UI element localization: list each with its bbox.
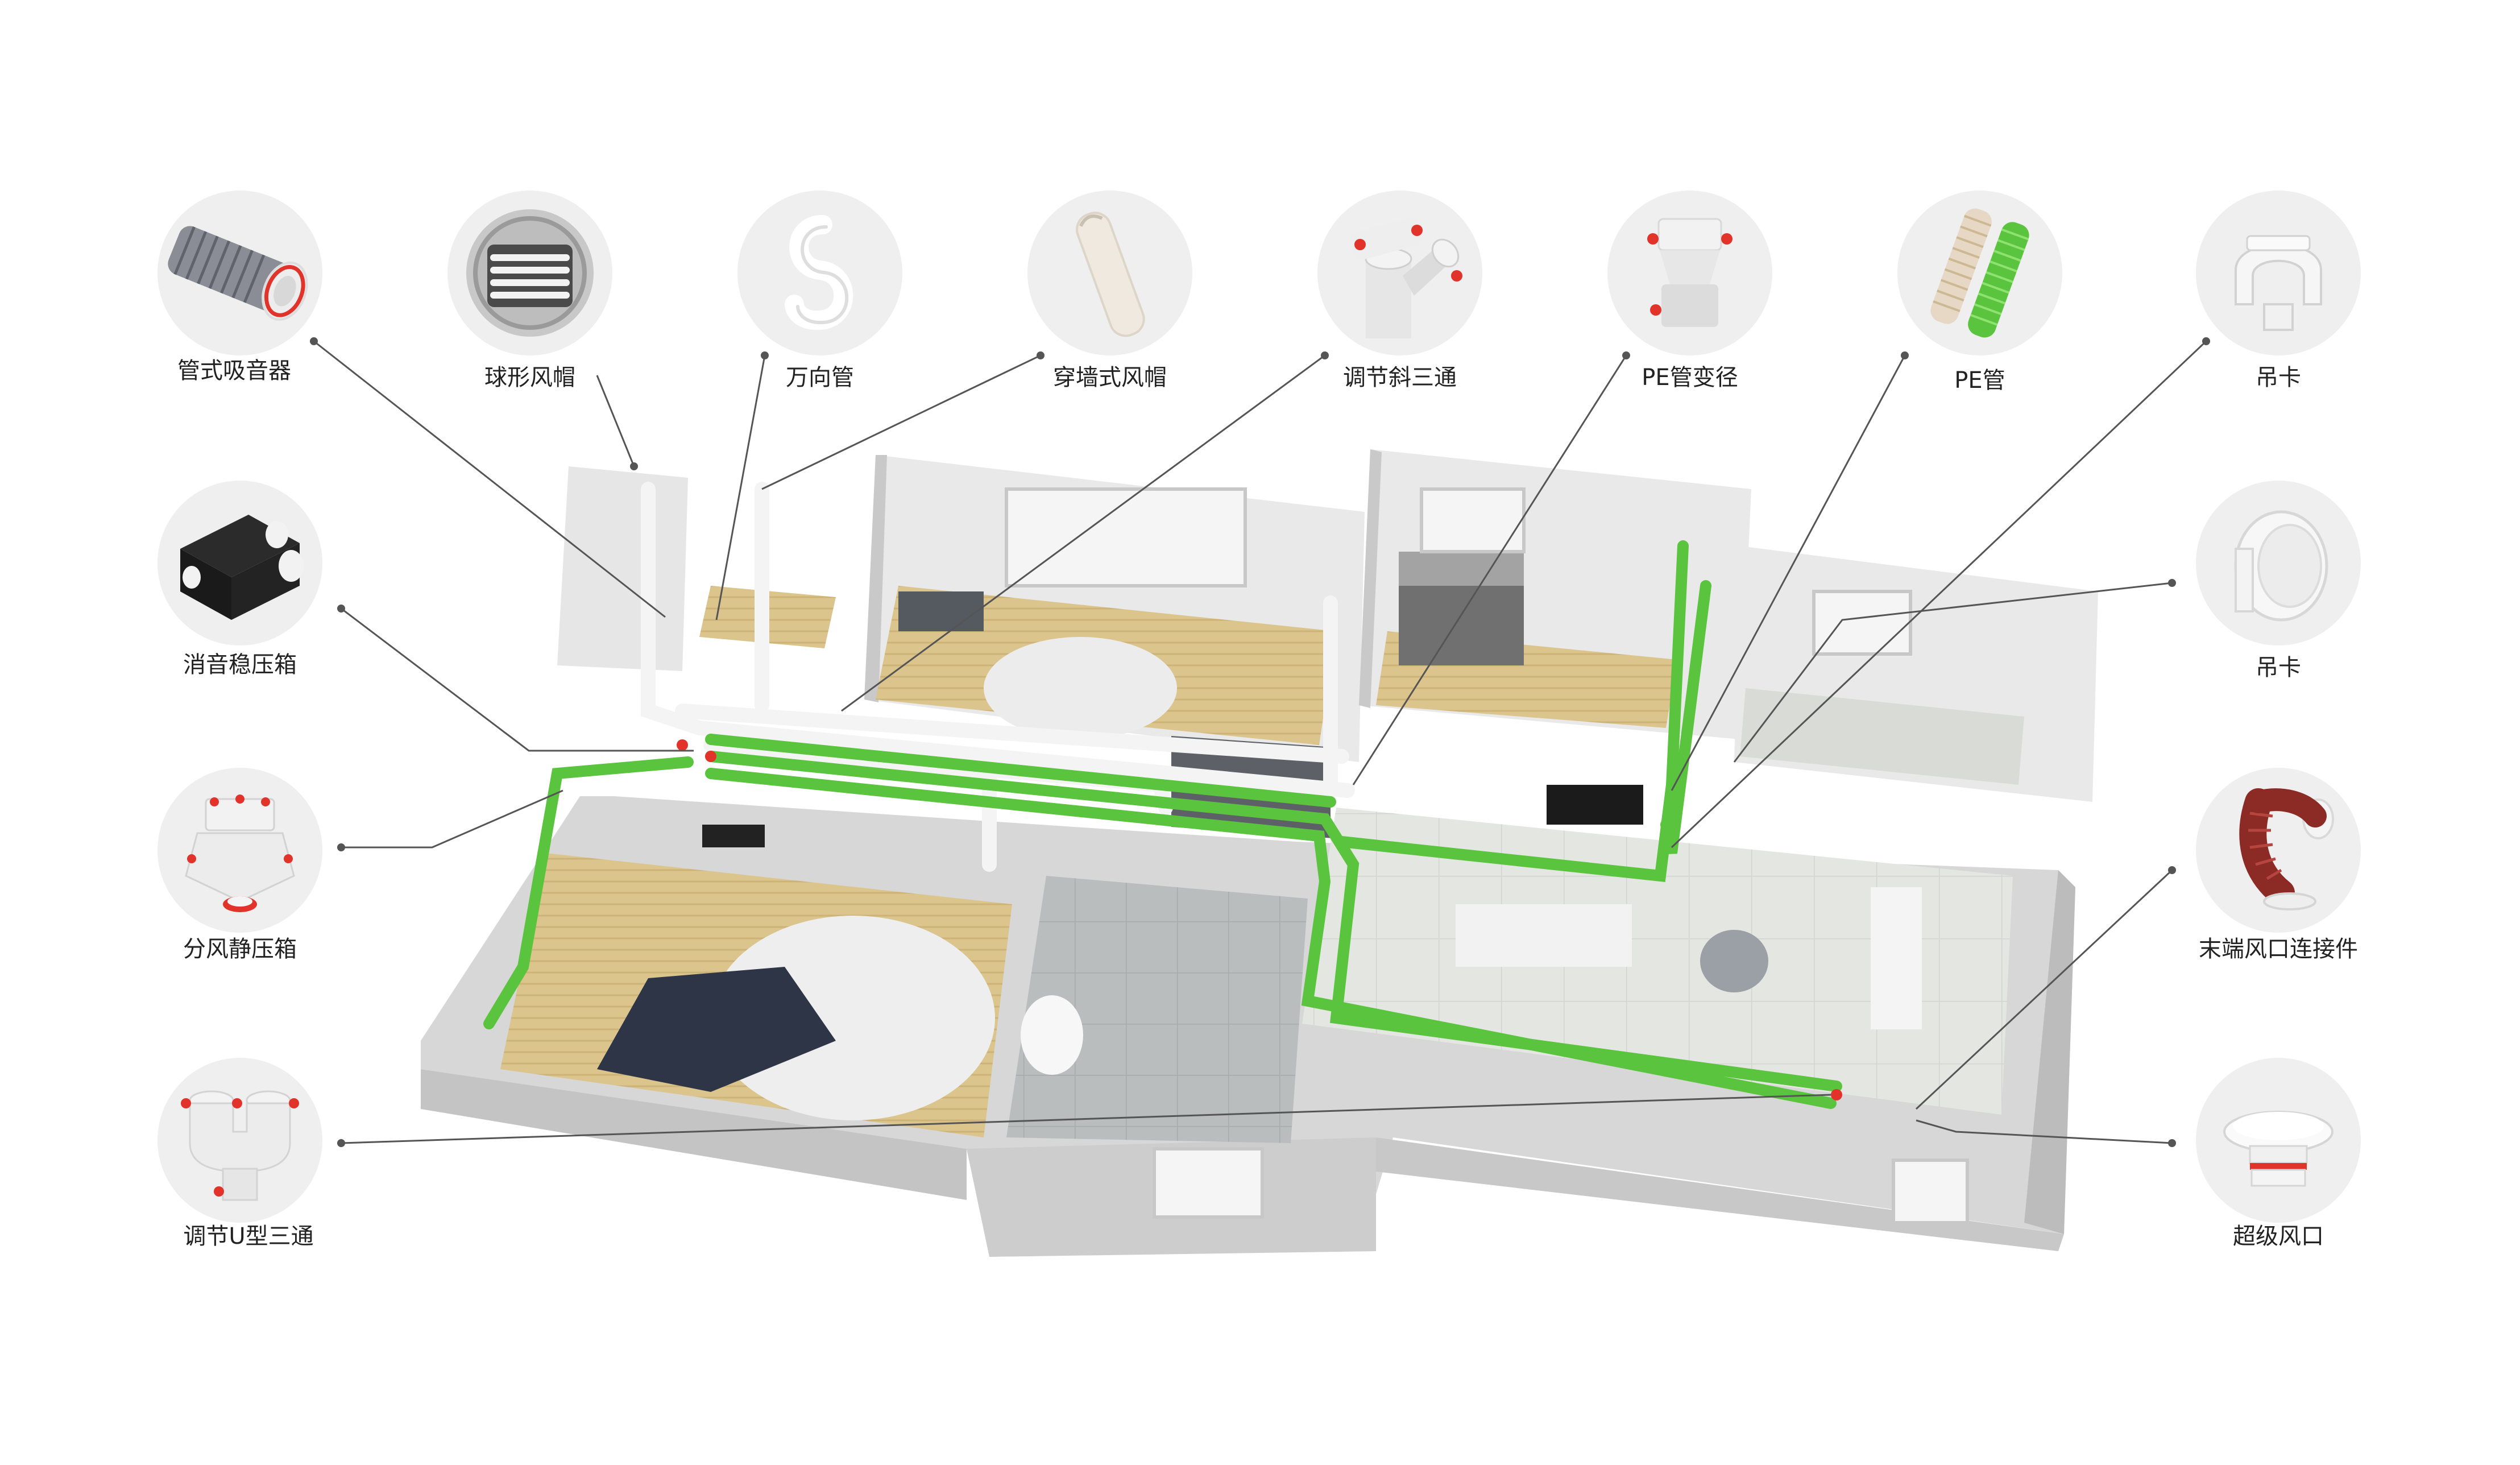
component-label: 吊卡 xyxy=(2256,655,2301,681)
spherical-vent-cap-icon xyxy=(466,209,594,337)
component-label: 调节U型三通 xyxy=(183,1223,314,1249)
component-label: 超级风口 xyxy=(2233,1223,2324,1249)
component-label: 吊卡 xyxy=(2256,365,2301,391)
pe-pipe-icon xyxy=(1930,208,2029,338)
component-hanger-1[interactable] xyxy=(2196,191,2361,355)
wall-vent-cap-icon xyxy=(1076,212,1145,337)
terminal-vent-connector-icon xyxy=(2239,788,2334,911)
bedroom-rug xyxy=(711,916,995,1120)
flexible-silencer-duct-icon xyxy=(168,226,308,321)
pe-reducer-icon xyxy=(1647,218,1732,327)
muffler-plenum-box-icon xyxy=(180,515,304,620)
component-wall-vent-cap[interactable] xyxy=(1027,191,1192,355)
component-pipe-silencer[interactable] xyxy=(158,191,322,355)
component-label: 消音稳压箱 xyxy=(183,652,297,678)
component-label: 万向管 xyxy=(786,365,854,391)
pipe-hanger-clamp-icon xyxy=(2235,235,2322,331)
component-distribution-box[interactable] xyxy=(158,768,322,933)
component-u-tee[interactable] xyxy=(158,1058,322,1223)
component-label: PE管变径 xyxy=(1642,365,1738,391)
component-label: PE管 xyxy=(1954,367,2005,394)
component-super-vent[interactable] xyxy=(2196,1058,2361,1223)
adjustable-u-tee-icon xyxy=(181,1090,299,1201)
component-label: 调节斜三通 xyxy=(1343,365,1457,391)
component-label: 分风静压箱 xyxy=(183,936,297,962)
component-label: 球形风帽 xyxy=(484,365,575,391)
adjustable-angled-tee-icon xyxy=(1350,217,1462,338)
bathroom-floor xyxy=(1006,876,1308,1143)
component-angled-tee[interactable] xyxy=(1317,191,1482,355)
component-pe-reducer[interactable] xyxy=(1607,191,1772,355)
s-bend-pipe-icon xyxy=(785,215,853,330)
component-universal-pipe[interactable] xyxy=(737,191,902,355)
super-air-vent-icon xyxy=(2223,1111,2334,1187)
component-hanger-2[interactable] xyxy=(2196,481,2361,645)
pipe-hanger-ring-icon xyxy=(2234,510,2328,622)
component-label: 穿墙式风帽 xyxy=(1053,365,1167,391)
component-muffler-box[interactable] xyxy=(158,481,322,645)
air-distribution-box-icon xyxy=(185,794,295,912)
component-spherical-cap[interactable] xyxy=(447,191,612,355)
component-pe-pipe[interactable] xyxy=(1897,191,2062,355)
component-label: 管式吸音器 xyxy=(177,358,291,384)
component-terminal-connector[interactable] xyxy=(2196,768,2361,933)
study-rug xyxy=(984,637,1177,739)
component-label: 末端风口连接件 xyxy=(2199,936,2358,962)
